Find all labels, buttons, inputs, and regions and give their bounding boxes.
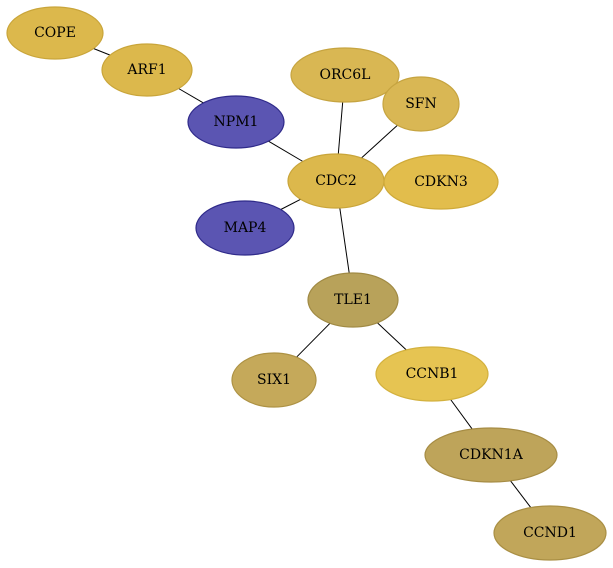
edge-tle1-ccnb1 <box>376 322 407 351</box>
node-ellipse[interactable] <box>375 346 489 402</box>
edge-cdkn1a-ccnd1 <box>510 480 532 508</box>
node-sfn[interactable]: SFN <box>382 76 460 132</box>
node-ellipse[interactable] <box>383 154 499 210</box>
node-ellipse[interactable] <box>231 352 317 408</box>
edge-cope-arf1 <box>93 48 111 56</box>
node-label: MAP4 <box>224 220 267 236</box>
edge-tle1-six1 <box>296 322 331 358</box>
node-arf1[interactable]: ARF1 <box>101 43 193 97</box>
node-ellipse[interactable] <box>195 200 295 256</box>
edge-map4-cdc2 <box>280 198 301 210</box>
node-cdc2[interactable]: CDC2 <box>287 153 385 209</box>
edge-sfn-cdc2 <box>360 124 398 159</box>
node-label: SIX1 <box>257 372 291 388</box>
node-cdkn1a[interactable]: CDKN1A <box>424 427 558 483</box>
node-label: ORC6L <box>320 67 371 83</box>
node-label: CCNB1 <box>406 366 459 382</box>
node-label: ARF1 <box>126 62 166 78</box>
node-map4[interactable]: MAP4 <box>195 200 295 256</box>
node-six1[interactable]: SIX1 <box>231 352 317 408</box>
node-label: COPE <box>34 25 76 41</box>
node-label: CDC2 <box>315 173 357 189</box>
node-label: NPM1 <box>214 114 259 130</box>
node-cope[interactable]: COPE <box>6 6 104 60</box>
node-npm1[interactable]: NPM1 <box>187 95 285 149</box>
edge-cdc2-tle1 <box>339 207 350 274</box>
node-cdkn3[interactable]: CDKN3 <box>383 154 499 210</box>
node-orc6l[interactable]: ORC6L <box>290 47 400 103</box>
node-ellipse[interactable] <box>187 95 285 149</box>
node-ccnd1[interactable]: CCND1 <box>493 505 607 561</box>
node-ellipse[interactable] <box>6 6 104 60</box>
node-ellipse[interactable] <box>290 47 400 103</box>
node-ccnb1[interactable]: CCNB1 <box>375 346 489 402</box>
node-label: CDKN1A <box>459 447 524 463</box>
node-tle1[interactable]: TLE1 <box>307 272 399 328</box>
node-label: CCND1 <box>523 525 577 541</box>
node-ellipse[interactable] <box>493 505 607 561</box>
edges-layer <box>93 48 532 508</box>
node-label: TLE1 <box>334 292 372 308</box>
node-ellipse[interactable] <box>424 427 558 483</box>
edge-ccnb1-cdkn1a <box>450 399 473 430</box>
node-ellipse[interactable] <box>382 76 460 132</box>
node-label: SFN <box>405 96 437 112</box>
edge-orc6l-cdc2 <box>337 101 344 155</box>
node-ellipse[interactable] <box>307 272 399 328</box>
edge-npm1-cdc2 <box>268 140 304 162</box>
node-label: CDKN3 <box>414 174 468 190</box>
node-ellipse[interactable] <box>101 43 193 97</box>
edge-arf1-npm1 <box>178 88 204 104</box>
